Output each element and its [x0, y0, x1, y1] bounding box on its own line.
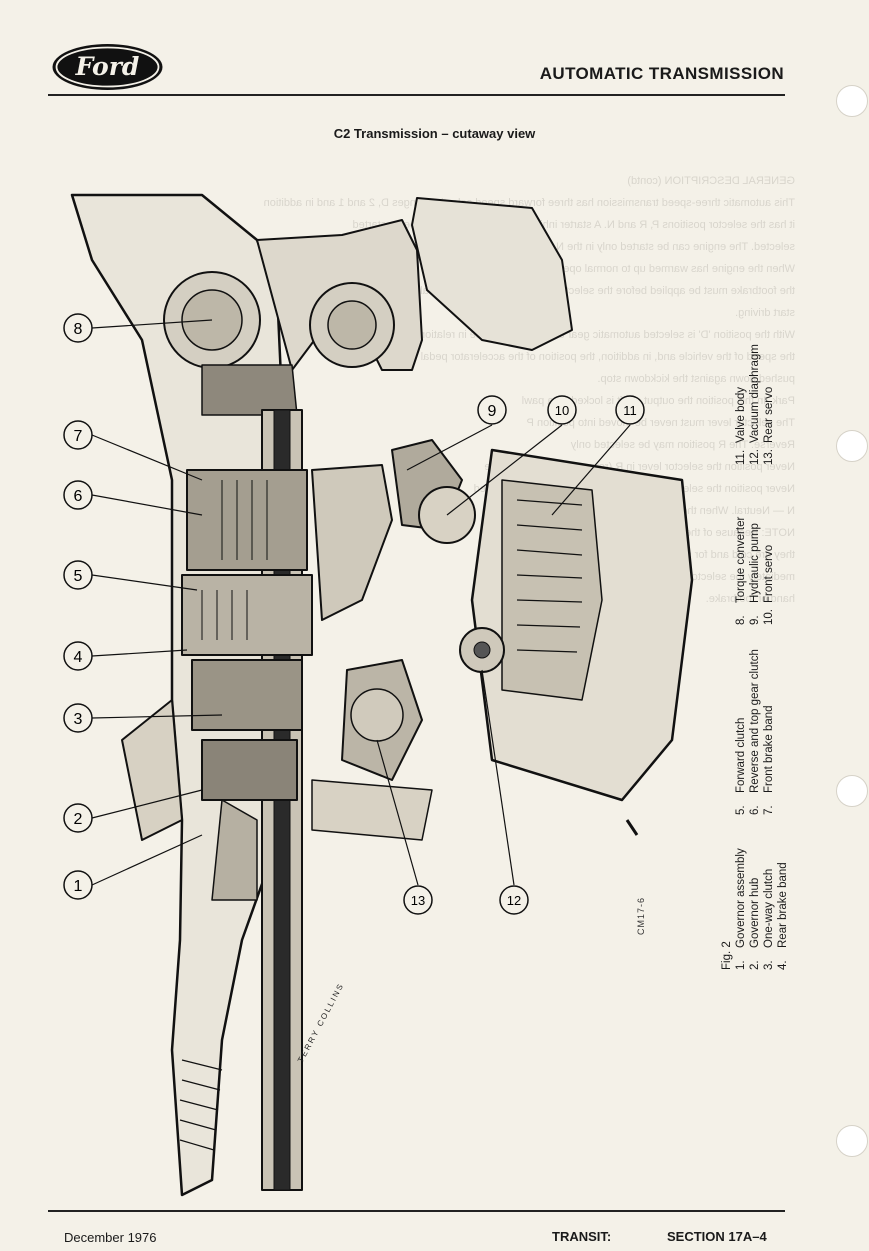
legend-item: 1.Governor assembly — [735, 848, 747, 970]
callout-9: 9 — [477, 395, 507, 425]
ford-logo: Ford — [52, 44, 163, 90]
legend-item: 2.Governor hub — [749, 877, 761, 970]
footer-date: December 1976 — [64, 1230, 157, 1245]
callout-10: 10 — [547, 395, 577, 425]
legend-item: 7.Front brake band — [763, 705, 775, 815]
callout-3: 3 — [63, 703, 93, 733]
callout-7: 7 — [63, 420, 93, 450]
header-rule — [48, 94, 785, 96]
svg-text:Ford: Ford — [75, 52, 140, 81]
legend-item: 11.Valve body — [735, 386, 747, 465]
punch-hole — [836, 85, 868, 117]
svg-text:13: 13 — [411, 893, 425, 908]
legend-column-1: Fig. 2 1.Governor assembly 2.Governor hu… — [720, 848, 790, 970]
callout-13: 13 — [403, 885, 433, 915]
svg-text:6: 6 — [74, 488, 83, 505]
legend-heading: Fig. 2 — [721, 941, 733, 970]
legend-item: 12.Vacuum diaphragm — [749, 344, 761, 465]
legend-item: 5.Forward clutch — [735, 717, 747, 815]
svg-text:8: 8 — [74, 321, 83, 338]
callout-6: 6 — [63, 480, 93, 510]
svg-text:1: 1 — [74, 878, 83, 895]
svg-text:11: 11 — [623, 403, 637, 418]
svg-text:4: 4 — [74, 649, 83, 666]
legend-item: 8.Torque converter — [735, 516, 747, 625]
svg-text:2: 2 — [74, 811, 83, 828]
punch-hole — [836, 430, 868, 462]
footer-section: SECTION 17A–4 — [667, 1229, 767, 1244]
svg-text:3: 3 — [74, 711, 83, 728]
legend-item: 6.Reverse and top gear clutch — [749, 649, 761, 815]
callout-markers: 1 2 3 4 5 6 7 8 9 10 11 12 13 — [63, 313, 645, 915]
footer-model: TRANSIT: — [552, 1229, 612, 1244]
header-title: AUTOMATIC TRANSMISSION — [539, 64, 784, 83]
callout-12: 12 — [499, 885, 529, 915]
callout-4: 4 — [63, 641, 93, 671]
legend-item: 3.One-way clutch — [763, 868, 775, 970]
svg-text:12: 12 — [507, 893, 521, 908]
callout-5: 5 — [63, 560, 93, 590]
callout-2: 2 — [63, 803, 93, 833]
callout-8: 8 — [63, 313, 93, 343]
svg-text:7: 7 — [74, 428, 83, 445]
callout-1: 1 — [63, 870, 93, 900]
legend-item: 9.Hydraulic pump — [749, 523, 761, 625]
legend-column-2: 5.Forward clutch 6.Reverse and top gear … — [734, 649, 776, 815]
legend-item: 13.Rear servo — [763, 386, 775, 465]
legend-item: 10.Front servo — [763, 544, 775, 625]
svg-text:9: 9 — [488, 403, 497, 420]
punch-hole — [836, 1125, 868, 1157]
svg-text:5: 5 — [74, 568, 83, 585]
svg-text:10: 10 — [555, 403, 569, 418]
legend-item: 4.Rear brake band — [777, 862, 789, 970]
legend-column-4: 11.Valve body 12.Vacuum diaphragm 13.Rea… — [734, 344, 776, 465]
legend-column-3: 8.Torque converter 9.Hydraulic pump 10.F… — [734, 517, 776, 625]
figure-title: C2 Transmission – cutaway view — [333, 126, 536, 141]
footer-rule — [48, 1210, 785, 1212]
callout-11: 11 — [615, 395, 645, 425]
transmission-cutaway-drawing: 1 2 3 4 5 6 7 8 9 10 11 12 13 — [63, 193, 694, 1197]
punch-hole — [836, 775, 868, 807]
figure-code: CM17-6 — [636, 896, 646, 935]
